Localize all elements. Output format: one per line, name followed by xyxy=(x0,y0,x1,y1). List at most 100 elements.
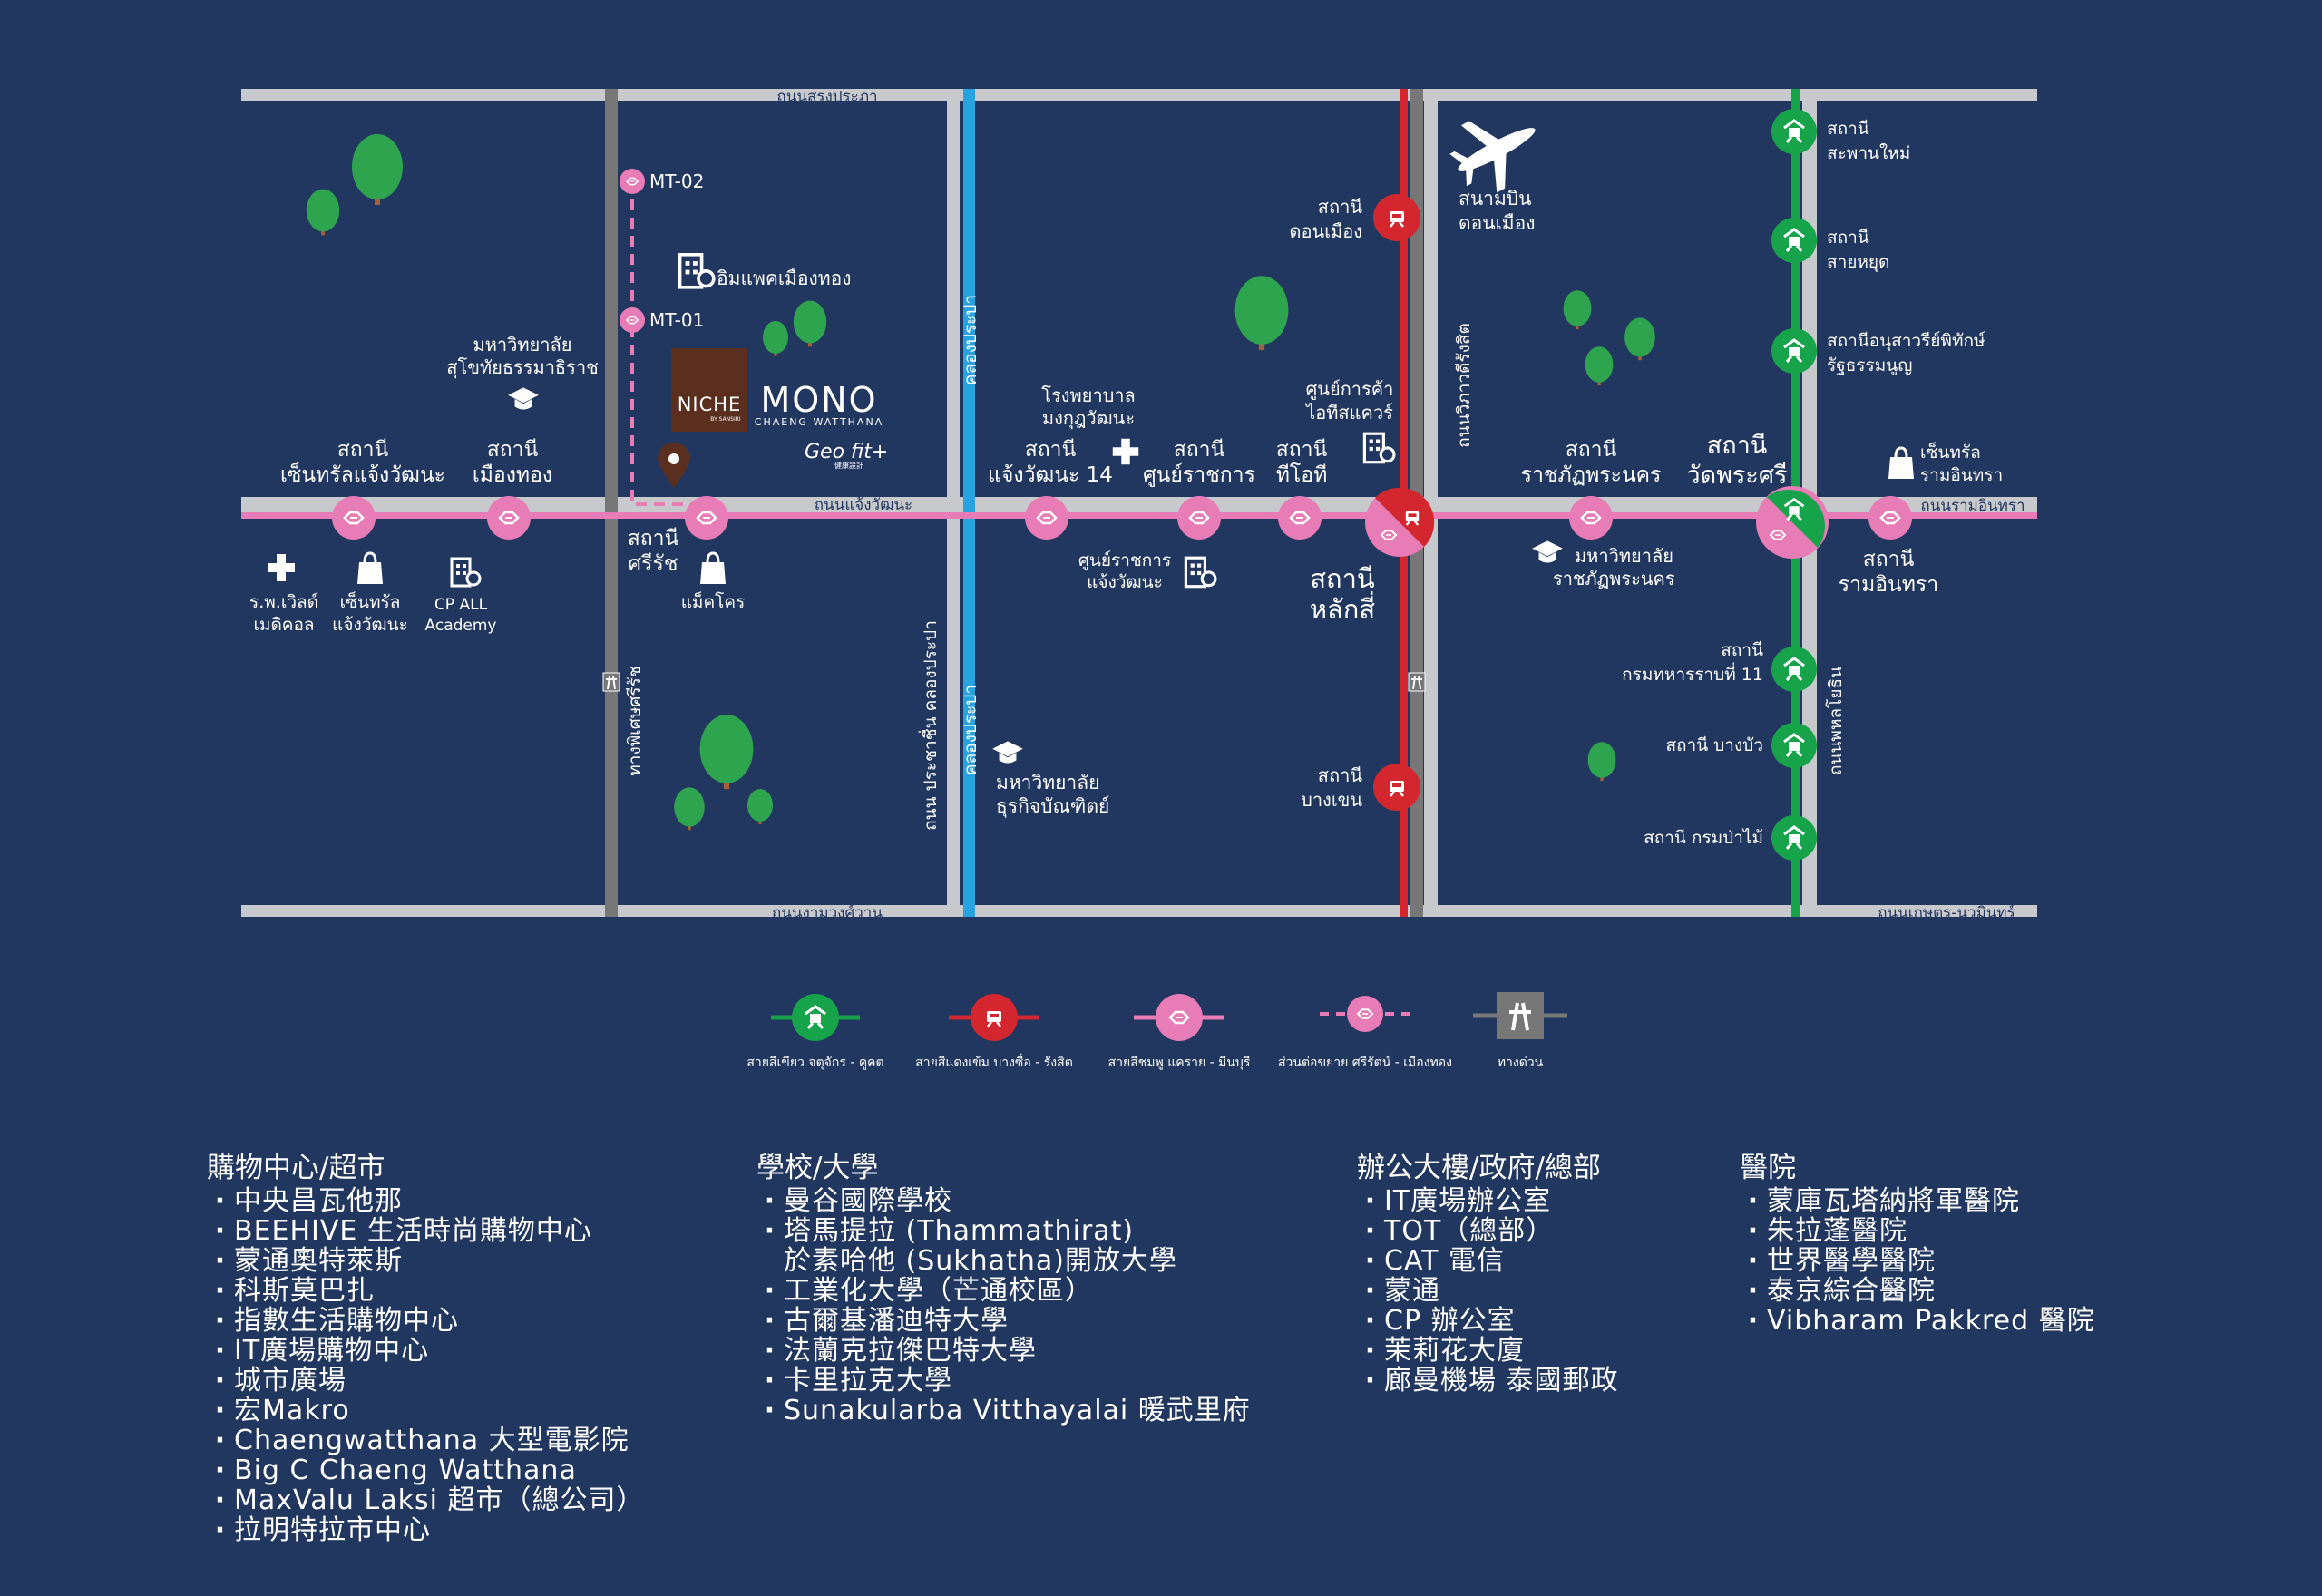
pink-line-track xyxy=(241,512,2037,519)
schools-list: 學校/大學 曼谷國際學校 塔馬提拉 (Thammathirat) 於素哈他 (S… xyxy=(756,1152,1251,1426)
makro-label: แม็คโคร xyxy=(681,590,746,612)
tree-icon xyxy=(306,189,340,236)
tree-icon xyxy=(1624,317,1655,361)
mono-label: MONO xyxy=(760,380,877,420)
project-location-pin-icon[interactable] xyxy=(658,443,690,488)
road-label-prachachuen: ถนน ประชาชื่น คลองประปา xyxy=(918,620,941,831)
central-ramintra-label-1: เซ็นทรัล xyxy=(1920,441,1981,462)
building-icon xyxy=(450,557,482,588)
tree-icon xyxy=(674,787,705,831)
list-item: Chaengwatthana 大型電影院 xyxy=(207,1426,644,1455)
pink-station-rajabhat[interactable] xyxy=(1569,496,1613,540)
extension-station-mt02[interactable] xyxy=(620,169,645,194)
station-label-phahonyothin-59-2: รัฐธรรมนูญ xyxy=(1827,355,1912,375)
dpu-label-1: มหาวิทยาลัย xyxy=(996,772,1099,793)
road-top xyxy=(241,89,2037,101)
pink-station-sri-rat[interactable] xyxy=(685,496,728,540)
green-station-royal-forest[interactable] xyxy=(1771,815,1817,861)
schools-list-title: 學校/大學 xyxy=(756,1152,879,1184)
expressway-marker-vibhavadi xyxy=(1408,672,1426,692)
list-item: 中央昌瓦他那 xyxy=(207,1186,644,1216)
station-label-sri-rat-2: ศรีรัช xyxy=(629,552,678,576)
road-label-sriratch: ทางพิเศษศรีรัช xyxy=(625,666,645,776)
list-item: 曼谷國際學校 xyxy=(756,1186,1251,1216)
tree-icon xyxy=(1587,742,1616,782)
list-item: 工業化大學（芒通校區） xyxy=(756,1276,1251,1306)
station-label-ram-inthra-2: รามอินทรา xyxy=(1839,573,1938,597)
offices-list: 辦公大樓/政府/總部 IT廣場辦公室 TOT（總部） CAT 電信 蒙通 CP … xyxy=(1357,1152,1619,1396)
mt01-label: MT-01 xyxy=(649,309,704,331)
tree-icon xyxy=(747,789,773,824)
pink-station-tot[interactable] xyxy=(1278,496,1322,540)
niche-logo-box xyxy=(671,348,747,432)
canal-label-lower: คลองประปา xyxy=(961,685,981,775)
interchange-station-wat-phra-sri[interactable] xyxy=(1756,486,1829,559)
impact-label: อิมแพคเมืองทอง xyxy=(717,268,851,289)
tree-icon xyxy=(1563,290,1592,330)
central-chaengwattana-label-2: แจ้งวัฒนะ xyxy=(332,615,408,635)
airplane-icon xyxy=(1449,121,1536,193)
airport-label-1: สนามบิน xyxy=(1459,188,1532,209)
station-label-phahonyothin-59-1: สถานีอนุสาวรีย์พิทักษ์ xyxy=(1827,331,1985,352)
road-label-phahonyothin: ถนนพหลโยธิน xyxy=(1825,667,1846,775)
interchange-station-lak-si[interactable] xyxy=(1365,487,1435,557)
central-chaengwattana-label-1: เซ็นทรัล xyxy=(340,590,401,612)
station-label-muang-thong-2: เมืองทอง xyxy=(473,463,552,487)
legend-extension-label: ส่วนต่อขยาย ศรีรัตน์ - เมืองทอง xyxy=(1278,1055,1452,1070)
graduation-cap-icon xyxy=(992,741,1023,764)
tree-icon xyxy=(699,715,754,790)
list-item: 塔馬提拉 (Thammathirat) xyxy=(756,1216,1251,1246)
pink-station-muang-thong[interactable] xyxy=(487,496,531,540)
station-label-lak-si-2: หลักสี่ xyxy=(1310,591,1375,625)
stou-label-1: มหาวิทยาลัย xyxy=(473,334,572,355)
list-item: 拉明特拉市中心 xyxy=(207,1515,644,1545)
list-item: 泰京綜合醫院 xyxy=(1740,1276,2095,1306)
extension-station-mt01[interactable] xyxy=(620,307,645,333)
airport-label-2: ดอนเมือง xyxy=(1459,212,1536,234)
station-label-rajabhat-1: สถานี xyxy=(1566,438,1617,462)
red-station-bang-khen[interactable] xyxy=(1373,764,1420,811)
station-label-ram-inthra-1: สถานี xyxy=(1863,548,1915,571)
pink-station-government-complex[interactable] xyxy=(1177,496,1221,540)
mt02-label: MT-02 xyxy=(649,170,704,192)
green-station-sai-yud[interactable] xyxy=(1771,218,1817,263)
shopping-bag-icon xyxy=(356,551,385,586)
list-item: 城市廣場 xyxy=(207,1366,644,1396)
green-station-phahonyothin-59[interactable] xyxy=(1771,328,1817,374)
pnru-label-1: มหาวิทยาลัย xyxy=(1575,545,1673,567)
list-item: Vibharam Pakkred 醫院 xyxy=(1740,1306,2095,1336)
station-label-royal-forest: สถานี กรมป่าไม้ xyxy=(1644,828,1763,848)
road-label-main: ถนนแจ้งวัฒนะ xyxy=(815,496,912,514)
station-label-central-chaengwattana-1: สถานี xyxy=(337,438,389,462)
red-station-don-mueang[interactable] xyxy=(1373,194,1420,241)
pink-station-central-chaengwattana[interactable] xyxy=(332,496,376,540)
pink-station-chaengwattana-14[interactable] xyxy=(1025,496,1068,540)
dpu-label-2: ธุรกิจบัณฑิตย์ xyxy=(996,795,1109,818)
legend-red-line: สายสีแดงเข้ม บางซื่อ - รังสิต xyxy=(915,994,1073,1070)
road-label-kaset: ถนนเกษตร-นวมินทร์ xyxy=(1878,904,2015,922)
list-item: IT廣場購物中心 xyxy=(207,1336,644,1366)
list-item: Big C Chaeng Watthana xyxy=(207,1455,644,1485)
pink-station-ram-inthra[interactable] xyxy=(1868,496,1912,540)
government-complex-label-1: ศูนย์ราชการ xyxy=(1078,550,1171,570)
hospital-cross-icon xyxy=(1112,438,1139,465)
station-label-wat-phra-sri-1: สถานี xyxy=(1707,432,1767,460)
tree-icon xyxy=(352,134,403,205)
list-item: Sunakularba Vitthayalai 暖武里府 xyxy=(756,1396,1251,1426)
list-item: TOT（總部） xyxy=(1357,1216,1619,1246)
canal-prapa xyxy=(963,89,975,917)
niche-sub-label: BY SANSIRI xyxy=(710,416,741,423)
geofit-sub-label: 健康設計 xyxy=(834,461,863,470)
green-station-saphan-mai[interactable] xyxy=(1771,109,1817,154)
green-station-bang-bua[interactable] xyxy=(1771,723,1817,768)
geofit-label: Geo fit+ xyxy=(805,441,888,463)
station-label-tot-1: สถานี xyxy=(1276,438,1328,462)
list-item: 蒙庫瓦塔納將軍醫院 xyxy=(1740,1186,2095,1216)
station-label-chaengwattana-14-2: แจ้งวัฒนะ 14 xyxy=(988,463,1113,487)
it-square-label-1: ศูนย์การค้า xyxy=(1306,378,1394,401)
offices-list-title: 辦公大樓/政府/總部 xyxy=(1357,1152,1601,1184)
road-label-top: ถนนสรงประภา xyxy=(776,88,877,106)
green-station-11th-infantry[interactable] xyxy=(1771,647,1817,692)
list-item: CP 辦公室 xyxy=(1357,1306,1619,1336)
